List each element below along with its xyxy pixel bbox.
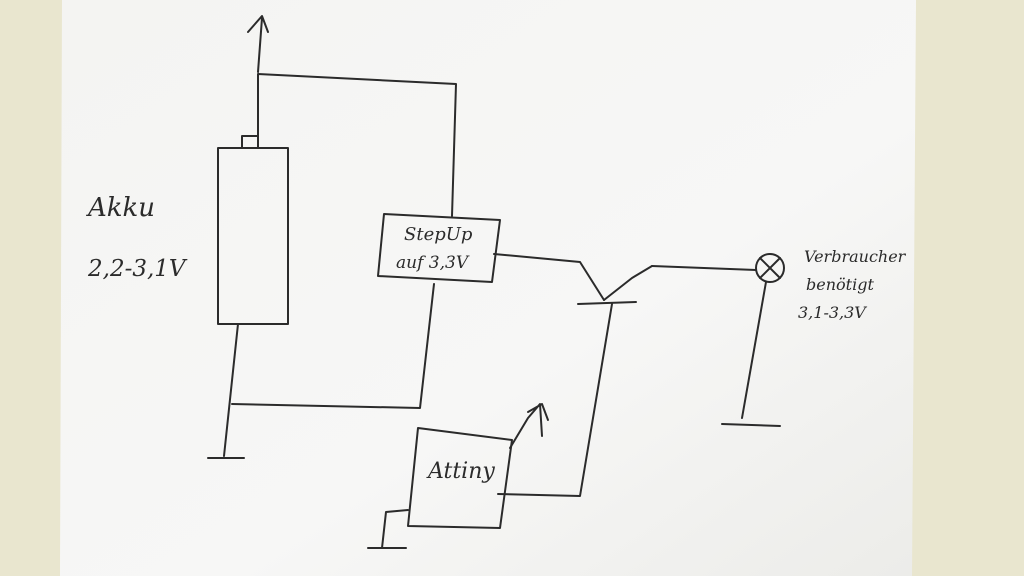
battery-voltage: 2,2-3,1V [87, 256, 188, 282]
consumer-needs: benötigt [806, 275, 874, 294]
transistor-icon [577, 265, 653, 305]
wire-consumer [651, 265, 757, 271]
consumer-label: Verbraucher [804, 247, 907, 266]
wire-battery-ground [223, 323, 239, 457]
wire-attiny-ground [381, 509, 409, 549]
wire-top [257, 73, 457, 217]
paper-sheet [60, 0, 916, 576]
wire-transistor-base [497, 303, 613, 497]
consumer-voltage: 3,1-3,3V [798, 303, 867, 322]
stepup-voltage: auf 3,3V [396, 253, 470, 273]
stepup-box [377, 213, 501, 283]
supply-arrow-icon [247, 15, 269, 73]
attiny-label: Attiny [426, 459, 495, 484]
wire-consumer-ground [741, 281, 767, 419]
battery-symbol [217, 147, 289, 325]
ground-consumer-icon [721, 423, 781, 427]
schematic [207, 15, 785, 549]
lamp-cross-icon [759, 257, 781, 279]
attiny-supply-arrow-icon [509, 403, 549, 449]
wire-stepup-out [493, 253, 605, 301]
battery-terminal [241, 135, 259, 149]
battery-label: Akku [86, 193, 155, 223]
consumer-lamp-icon [755, 253, 785, 283]
wire-bottom-return [231, 283, 435, 409]
attiny-box [407, 427, 513, 529]
stepup-label: StepUp [404, 224, 473, 245]
